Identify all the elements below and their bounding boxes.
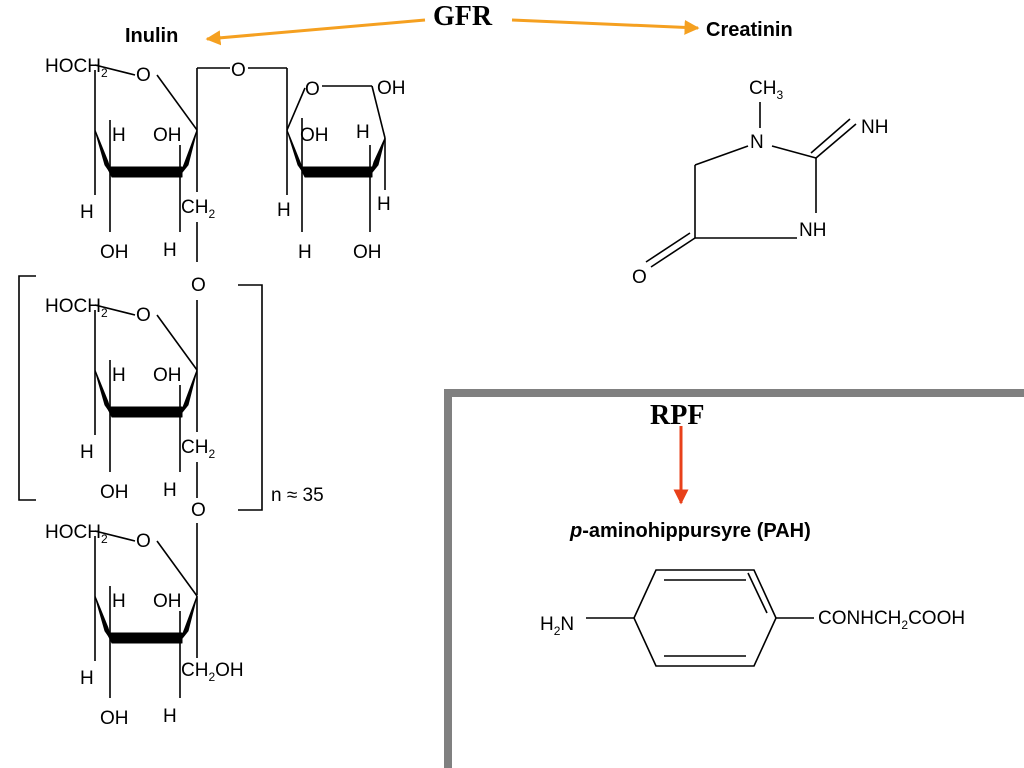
hoch2-label: HOCH2 bbox=[45, 296, 108, 320]
oh-label: OH bbox=[153, 125, 182, 146]
oh-label: OH bbox=[300, 125, 329, 146]
inulin-glucose-unit: O OH OH H H H H OH bbox=[277, 78, 406, 263]
oh-label: OH bbox=[100, 708, 129, 729]
h-label: H bbox=[80, 442, 94, 463]
h-label: H bbox=[80, 668, 94, 689]
benzene-ring bbox=[633, 569, 777, 667]
methyl-label: CH3 bbox=[749, 78, 783, 102]
h-label: H bbox=[112, 125, 126, 146]
h-label: H bbox=[277, 200, 291, 221]
ring-oxygen: O bbox=[136, 65, 151, 86]
side-chain-label: CONHCH2COOH bbox=[818, 608, 965, 632]
h-label: H bbox=[163, 706, 177, 727]
oh-label: OH bbox=[377, 78, 406, 99]
amine-label: H2N bbox=[540, 614, 574, 638]
rpf-label: RPF bbox=[650, 400, 704, 431]
glycosidic-oxygen: O bbox=[191, 500, 206, 521]
h-label: H bbox=[356, 122, 370, 143]
hoch2-label: HOCH2 bbox=[45, 522, 108, 546]
ch2-label: CH2 bbox=[181, 197, 215, 221]
oh-label: OH bbox=[153, 365, 182, 386]
ring-oxygen: O bbox=[305, 79, 320, 100]
gfr-label: GFR bbox=[433, 1, 493, 32]
amide-nh-label: NH bbox=[799, 220, 826, 241]
oh-label: OH bbox=[153, 591, 182, 612]
inulin-repeat-unit: HOCH2 O H OH H CH2 OH H bbox=[45, 296, 215, 503]
rpf-panel: RPF p-aminohippursyre (PAH) H2N CONHCH2C… bbox=[444, 389, 1024, 768]
ch2oh-label: CH2OH bbox=[181, 660, 244, 684]
pah-name: p-aminohippursyre (PAH) bbox=[569, 520, 811, 542]
h-label: H bbox=[112, 591, 126, 612]
ring-oxygen: O bbox=[136, 531, 151, 552]
h-label: H bbox=[163, 240, 177, 261]
inulin-terminal-fructose: HOCH2 O H OH H CH2OH OH H bbox=[45, 522, 244, 729]
carbonyl-o-label: O bbox=[632, 267, 647, 288]
oh-label: OH bbox=[353, 242, 382, 263]
glycosidic-oxygen: O bbox=[191, 275, 206, 296]
panel-border bbox=[444, 389, 1024, 768]
gfr-arrow-to-inulin bbox=[205, 18, 426, 46]
creatinine-structure: CH3 N NH NH O bbox=[632, 78, 888, 288]
oh-label: OH bbox=[100, 482, 129, 503]
hoch2-label: HOCH2 bbox=[45, 56, 108, 80]
h-label: H bbox=[163, 480, 177, 501]
ring-oxygen: O bbox=[136, 305, 151, 326]
bracket-left bbox=[18, 275, 36, 501]
inulin-top-fructose: HOCH2 O H OH H CH2 OH H bbox=[45, 56, 215, 263]
gfr-arrow-to-creatinin bbox=[511, 18, 700, 35]
bracket-right bbox=[238, 284, 263, 511]
h-label: H bbox=[80, 202, 94, 223]
oh-label: OH bbox=[100, 242, 129, 263]
inulin-label: Inulin bbox=[125, 25, 178, 47]
n-label: N bbox=[750, 132, 764, 153]
h-label: H bbox=[377, 194, 391, 215]
glycosidic-oxygen: O bbox=[231, 60, 246, 81]
creatinin-label: Creatinin bbox=[706, 19, 793, 41]
repeat-count-label: n ≈ 35 bbox=[271, 485, 324, 506]
h-label: H bbox=[112, 365, 126, 386]
h-label: H bbox=[298, 242, 312, 263]
imine-nh-label: NH bbox=[861, 117, 888, 138]
ch2-label: CH2 bbox=[181, 437, 215, 461]
